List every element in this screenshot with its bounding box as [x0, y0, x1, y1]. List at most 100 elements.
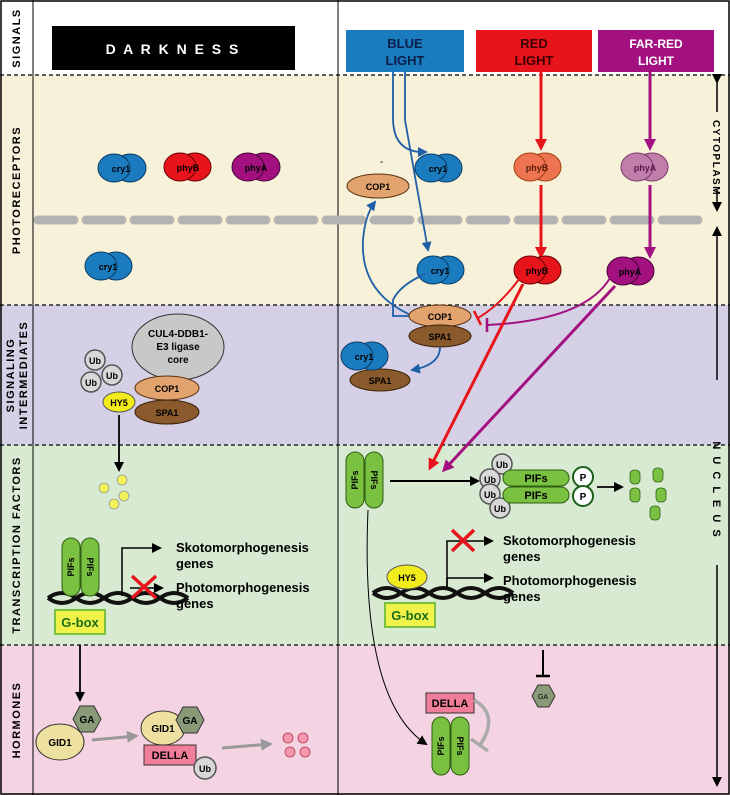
cry1-dark-nucleus: cry1 — [84, 251, 133, 281]
dark-dna-promoter: G-box PIFs PIFs — [46, 537, 190, 635]
row-label-hormones: HORMONES — [11, 682, 23, 759]
svg-text:CUL4-DDB1-: CUL4-DDB1- — [148, 329, 208, 340]
blue-light-label-2: LIGHT — [386, 53, 425, 68]
phyB-light-nucleus: phyB — [513, 255, 562, 285]
cry1-dark-cyto: cry1 — [97, 153, 147, 183]
svg-text:SPA1: SPA1 — [156, 408, 179, 418]
hormones-band — [0, 645, 730, 795]
svg-text:cry1: cry1 — [112, 164, 131, 174]
cytoplasm-label: CYTOPLASM — [710, 120, 721, 196]
svg-text:SPA1: SPA1 — [369, 376, 392, 386]
svg-text:PIFs: PIFs — [350, 470, 360, 489]
svg-text:GA: GA — [80, 715, 95, 726]
svg-text:Ub: Ub — [496, 460, 508, 470]
svg-text:COP1: COP1 — [428, 312, 453, 322]
phyA-light-cyto: phyA — [620, 152, 669, 182]
pifs-free-right: PIFs PIFs — [345, 451, 384, 509]
svg-text:GA: GA — [538, 694, 548, 701]
svg-text:genes: genes — [176, 556, 214, 571]
svg-text:PIFs: PIFs — [85, 557, 95, 576]
pifs-phosphorylated-ubiquitinated: Ub Ub Ub Ub PIFs PIFs P P — [479, 453, 594, 519]
row-label-signaling-2: INTERMEDIATES — [18, 321, 30, 430]
svg-text:phyA: phyA — [619, 267, 642, 277]
cry1-spa1-complex: SPA1 cry1 — [340, 341, 411, 392]
blue-light-label-1: BLUE — [387, 36, 423, 51]
svg-text:P: P — [580, 492, 587, 503]
skoto-genes-blocked-x — [450, 528, 476, 553]
phyA-light-nucleus: phyA — [606, 256, 655, 286]
svg-text:SPA1: SPA1 — [429, 332, 452, 342]
svg-text:genes: genes — [503, 589, 541, 604]
svg-text:DELLA: DELLA — [432, 698, 469, 710]
svg-text:G-box: G-box — [391, 608, 429, 623]
svg-text:GID1: GID1 — [151, 724, 175, 735]
row-label-signals: SIGNALS — [11, 8, 23, 67]
nucleus-label: N U C L E U S — [710, 441, 722, 538]
far-red-light-label-1: FAR-RED — [629, 37, 683, 51]
blue-light-box — [346, 30, 464, 72]
della-pifs-complex: DELLA PIFs PIFs — [425, 692, 475, 776]
svg-text:genes: genes — [503, 549, 541, 564]
darkness-label: D A R K N E S S — [106, 41, 241, 57]
svg-text:cry1: cry1 — [431, 266, 450, 276]
phyA-dark: phyA — [231, 152, 281, 182]
far-red-light-box — [598, 30, 714, 72]
svg-text:PIFs: PIFs — [436, 736, 446, 755]
svg-text:cry1: cry1 — [429, 164, 448, 174]
svg-text:DELLA: DELLA — [152, 750, 189, 762]
svg-text:G-box: G-box — [61, 615, 99, 630]
svg-text:PIFs: PIFs — [455, 736, 465, 755]
skoto-genes-label-light: Skotomorphogenesis — [503, 533, 636, 548]
cop1-cytoplasm: COP1 — [346, 173, 410, 199]
svg-text:COP1: COP1 — [155, 384, 180, 394]
cry1-light-nucleus: cry1 — [416, 255, 465, 285]
row-label-photoreceptors: PHOTORECEPTORS — [11, 126, 23, 254]
ga-light: GA — [531, 684, 556, 708]
svg-text:phyA: phyA — [245, 163, 268, 173]
svg-text:phyB: phyB — [526, 266, 549, 276]
svg-text:cry1: cry1 — [355, 352, 374, 362]
far-red-light-label-2: LIGHT — [638, 54, 675, 68]
svg-text:Ub: Ub — [199, 764, 211, 774]
photo-genes-label-dark: Photomorphogenesis — [176, 580, 310, 595]
svg-text:phyB: phyB — [177, 163, 200, 173]
svg-text:GID1: GID1 — [48, 738, 72, 749]
svg-text:E3 ligase: E3 ligase — [156, 342, 200, 353]
svg-text:GA: GA — [183, 716, 198, 727]
row-label-transcription: TRANSCRIPTION FACTORS — [11, 456, 23, 633]
svg-text:PIFs: PIFs — [524, 490, 547, 502]
svg-text:PIFs: PIFs — [524, 473, 547, 485]
svg-text:phyB: phyB — [526, 163, 549, 173]
phyB-light-cyto: phyB — [513, 152, 562, 182]
svg-text:Ub: Ub — [106, 371, 118, 381]
gid1-ga-left: GID1 GA — [35, 705, 102, 761]
svg-text:HY5: HY5 — [110, 398, 128, 408]
della-degraded-fragments — [282, 732, 311, 758]
hy5-degraded-fragments — [98, 474, 130, 510]
svg-text:PIFs: PIFs — [369, 470, 379, 489]
svg-text:Ub: Ub — [484, 475, 496, 485]
row-label-signaling-1: SIGNALING — [5, 338, 17, 413]
phyB-dark: phyB — [163, 152, 212, 182]
cop1-spa1-nucleus: COP1 SPA1 — [408, 304, 472, 348]
darkness-box — [52, 26, 295, 70]
red-light-label-2: LIGHT — [515, 53, 554, 68]
svg-text:core: core — [167, 355, 189, 366]
pifs-degraded-fragments — [629, 467, 667, 521]
svg-text:COP1: COP1 — [366, 182, 391, 192]
svg-text:Ub: Ub — [85, 378, 97, 388]
svg-text:Ub: Ub — [494, 504, 506, 514]
skoto-genes-label-dark: Skotomorphogenesis — [176, 540, 309, 555]
photo-genes-label-light: Photomorphogenesis — [503, 573, 637, 588]
cop1-minus-mark: - — [380, 157, 383, 168]
light-dna-promoter: G-box HY5 — [371, 564, 515, 628]
svg-text:phyA: phyA — [634, 163, 657, 173]
svg-text:HY5: HY5 — [398, 573, 416, 583]
svg-text:PIFs: PIFs — [66, 557, 76, 576]
cul4-ddb1-e3-ligase-complex: CUL4-DDB1- E3 ligase core COP1 SPA1 HY5 … — [80, 313, 225, 425]
svg-text:cry1: cry1 — [99, 262, 118, 272]
red-light-box — [476, 30, 592, 72]
photo-genes-blocked-x — [130, 574, 158, 600]
svg-text:Ub: Ub — [89, 356, 101, 366]
